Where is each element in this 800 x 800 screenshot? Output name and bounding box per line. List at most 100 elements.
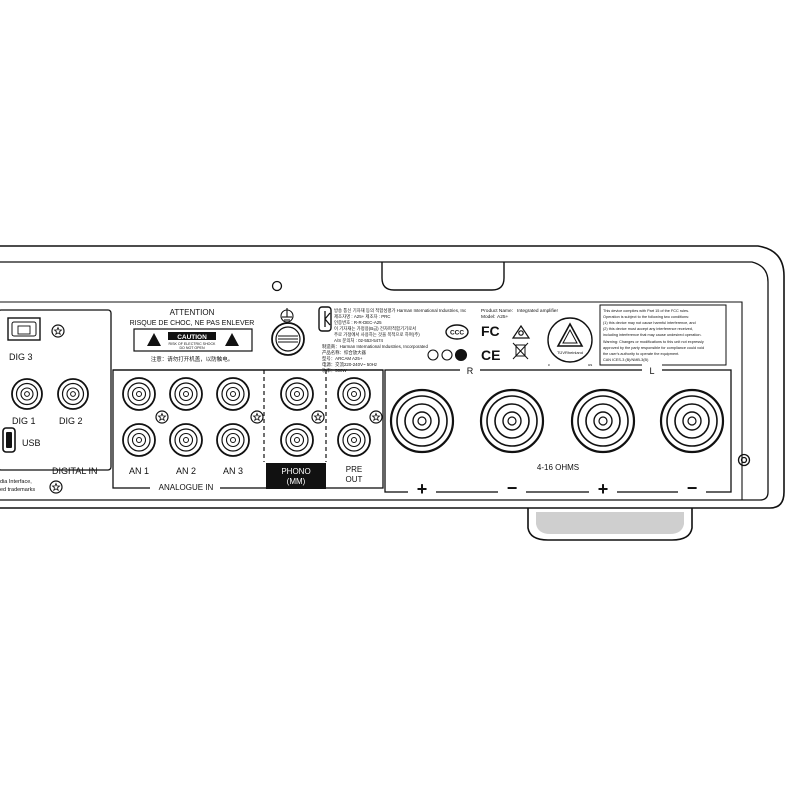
footnote-line-2: ed trademarks <box>0 487 35 493</box>
regulatory-text-block: 방송 통신 기자재 등의 적합성평가 Harman International … <box>322 307 467 374</box>
svg-text:Product Name:: Product Name: <box>481 308 513 314</box>
polarity-l-plus: + <box>598 479 609 499</box>
svg-text:A25+: A25+ <box>497 314 509 320</box>
caution-text: CAUTION <box>177 334 207 341</box>
left-channel-label: L <box>649 366 654 376</box>
svg-text:电源：交流220-240V~ 50Hz: 电源：交流220-240V~ 50Hz <box>322 361 377 368</box>
svg-text:방송 통신 기자재 등의 적합성평가 Harman Inte: 방송 통신 기자재 등의 적합성평가 Harman International … <box>334 307 467 314</box>
polarity-r-minus: − <box>507 478 518 498</box>
fcc-mark-icon: FC <box>481 323 500 339</box>
phono-label-line2: (MM) <box>287 477 306 486</box>
svg-text:制造商：Harman International Indus: 制造商：Harman International Industries, Inc… <box>322 343 428 350</box>
svg-text:Integrated amplifier: Integrated amplifier <box>517 308 558 314</box>
rca-an2-top[interactable] <box>169 377 203 411</box>
speaker-terminal-r-neg[interactable] <box>479 388 545 454</box>
ccc-mark-icon: CCC <box>445 324 469 340</box>
chinese-warning: 注意：请勿打开机盖，以防触电。 <box>151 355 234 363</box>
optical-input-dig3[interactable] <box>7 317 41 341</box>
svg-text:approved by the party responsi: approved by the party responsible for co… <box>603 346 704 350</box>
speaker-terminal-l-neg[interactable] <box>659 388 725 454</box>
fcc-text-block: This device complies with Part 15 of the… <box>603 309 704 362</box>
star-screw-icon <box>49 480 63 494</box>
rca-an2-bottom[interactable] <box>169 423 203 457</box>
phono-label-line1: PHONO <box>281 467 310 476</box>
svg-text:TÜVRheinland: TÜVRheinland <box>557 350 583 355</box>
an1-label: AN 1 <box>129 466 149 476</box>
digital-section: DIG 3 DIG 1 DIG 2 USB DIGITAL IN dia I <box>0 309 112 494</box>
speaker-terminal-r-pos[interactable] <box>389 388 455 454</box>
digital-section-frame <box>0 309 112 471</box>
phono-label-bg <box>266 463 326 489</box>
rca-phono-top[interactable] <box>280 377 314 411</box>
rca-an1-top[interactable] <box>122 377 156 411</box>
rca-an1-bottom[interactable] <box>122 423 156 457</box>
product-info: Product Name: Integrated amplifier Model… <box>481 308 558 320</box>
caution-sub-2: DO NOT OPEN <box>179 346 204 350</box>
svg-text:주로 가정에서 사용하는 것을 목적으로 하며(주): 주로 가정에서 사용하는 것을 목적으로 하며(주) <box>334 331 420 338</box>
speaker-section: R L <box>384 364 732 493</box>
exclamation-warning-icon <box>225 333 239 346</box>
weee-bin-icon <box>512 342 529 360</box>
analogue-section <box>112 369 384 489</box>
svg-text:us: us <box>588 362 592 367</box>
svg-text:(2) this device must accept an: (2) this device must accept any interfer… <box>603 327 693 331</box>
svg-text:CCC: CCC <box>450 330 464 337</box>
dig3-label: DIG 3 <box>9 352 33 362</box>
svg-text:the user's authority to operat: the user's authority to operate the equi… <box>603 352 679 356</box>
svg-text:인증번호 : R-R-DEC-A25: 인증번호 : R-R-DEC-A25 <box>334 319 382 325</box>
svg-text:型号：ARCAM A25+: 型号：ARCAM A25+ <box>322 355 363 362</box>
an2-label: AN 2 <box>176 466 196 476</box>
ohms-label: 4-16 OHMS <box>537 463 579 472</box>
star-screw-icon <box>250 410 264 424</box>
svg-text:Operation is subject to the fo: Operation is subject to the following tw… <box>603 315 689 319</box>
screw-top <box>271 280 283 292</box>
rcm-mark-icon <box>511 324 531 339</box>
chassis <box>0 245 785 509</box>
svg-text:Warning: Changes or modificati: Warning: Changes or modifications to thi… <box>603 340 704 344</box>
shock-warning-icon <box>147 333 161 346</box>
star-screw-icon <box>155 410 169 424</box>
preout-label-line1: PRE <box>346 465 362 474</box>
usb-label: USB <box>22 438 41 448</box>
attention-subheading: RISQUE DE CHOC, NE PAS ENLEVER <box>130 320 255 327</box>
coax-input-dig2[interactable] <box>57 378 89 410</box>
foot-shading <box>536 512 684 534</box>
usb-port[interactable] <box>2 427 16 453</box>
ground-terminal[interactable] <box>271 322 305 356</box>
ground-icon <box>280 308 294 323</box>
rca-an3-bottom[interactable] <box>216 423 250 457</box>
polarity-r-plus: + <box>417 479 428 499</box>
speaker-section-frame <box>384 369 732 493</box>
attention-heading: ATTENTION <box>170 308 215 317</box>
star-screw-icon <box>51 324 65 338</box>
svg-text:A/S 문의처 : 02-553-5474: A/S 문의처 : 02-553-5474 <box>334 337 384 344</box>
svg-text:c: c <box>548 362 550 367</box>
fcc-text-box <box>599 304 727 366</box>
rca-phono-bottom[interactable] <box>280 423 314 457</box>
svg-text:이 기자재는 가정용(B급) 전자파적합기기로서: 이 기자재는 가정용(B급) 전자파적합기기로서 <box>334 325 416 332</box>
rca-preout-bottom[interactable] <box>337 423 371 457</box>
rca-an3-top[interactable] <box>216 377 250 411</box>
coax-input-dig1[interactable] <box>11 378 43 410</box>
svg-text:This device complies with Part: This device complies with Part 15 of the… <box>603 309 689 313</box>
rca-preout-top[interactable] <box>337 377 371 411</box>
svg-text:Model:: Model: <box>481 314 495 320</box>
svg-text:including interference that ma: including interference that may cause un… <box>603 333 702 337</box>
chassis-screws <box>271 280 751 467</box>
svg-text:产品名称：综合放大器: 产品名称：综合放大器 <box>322 349 367 356</box>
tuv-mark-icon: TÜVRheinland c us <box>547 317 593 367</box>
polarity-row: + − + − <box>408 478 706 499</box>
svg-text:CAN ICES-3 (B)/NMB-3(B): CAN ICES-3 (B)/NMB-3(B) <box>603 358 649 362</box>
an3-label: AN 3 <box>223 466 243 476</box>
top-notch <box>381 262 505 291</box>
chassis-foot <box>527 508 693 541</box>
analogue-in-label: ANALOGUE IN <box>159 483 214 492</box>
ce-mark-icon: CE <box>481 347 500 363</box>
kc-mark-icon <box>318 306 332 332</box>
dig1-label: DIG 1 <box>12 416 36 426</box>
polarity-l-minus: − <box>687 478 698 498</box>
speaker-terminal-l-pos[interactable] <box>570 388 636 454</box>
svg-text:제조자명 : A25+ 제조자 : PRC: 제조자명 : A25+ 제조자 : PRC <box>334 313 390 320</box>
digital-in-label: DIGITAL IN <box>52 466 98 476</box>
preout-label-line2: OUT <box>346 475 363 484</box>
